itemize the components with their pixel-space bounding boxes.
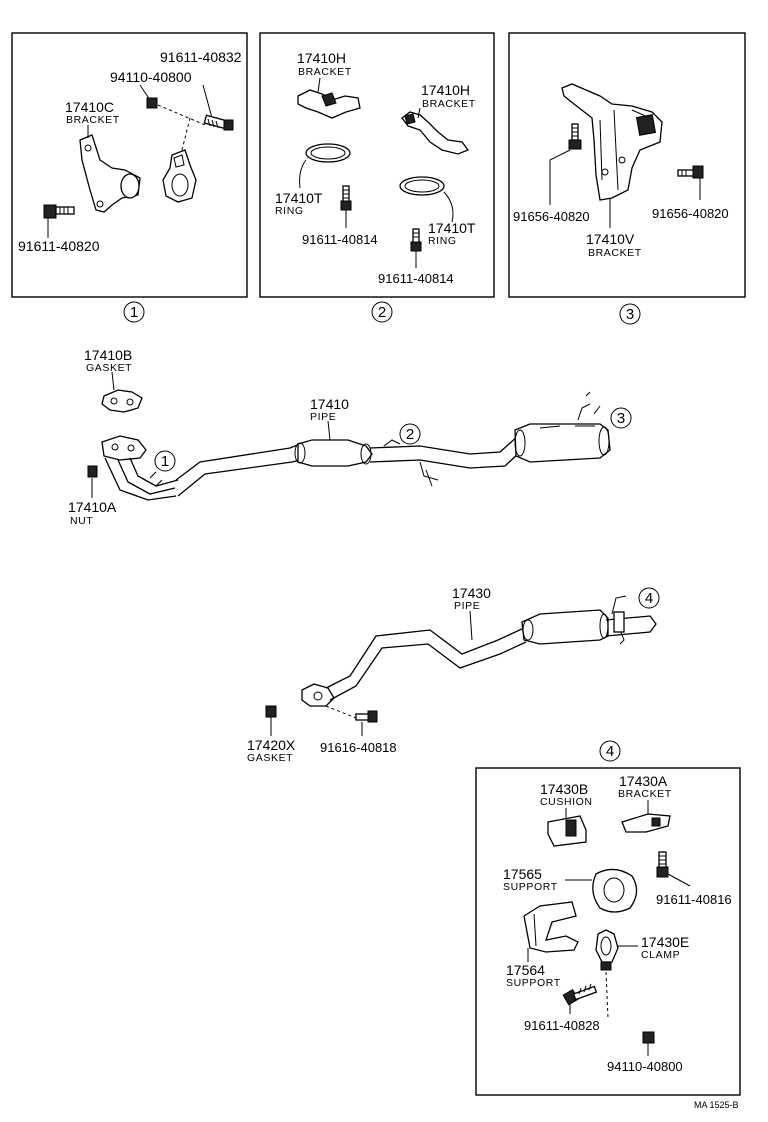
part-number: 17410A [68,499,117,515]
gasket-icon [265,705,277,736]
part-description: SUPPORT [506,977,561,989]
nut-icon [87,465,98,498]
part-number: 17410V [586,231,635,247]
svg-text:4: 4 [606,743,614,760]
manifold-flange-icon [101,435,147,461]
part-number: 17430A [619,773,668,789]
svg-text:3: 3 [626,306,634,323]
part-description: PIPE [310,411,336,423]
part-number: 17410 [310,396,349,412]
bracket-17410h-icon [297,77,361,119]
cushion-icon [547,808,587,847]
detail-index-3: 3 [619,303,641,325]
callout-2: 2 [399,423,421,445]
part-description: GASKET [86,362,132,374]
svg-text:3: 3 [617,410,625,427]
part-number: 17410H [421,82,470,98]
part-number: 17565 [503,866,542,882]
detail-box-2: 17410H BRACKET 17410H BRACKET 17410T RIN… [259,32,495,323]
part-number: 17564 [506,962,545,978]
part-description: BRACKET [588,247,642,259]
part-description: NUT [70,515,93,527]
bolt-icon [43,204,75,238]
figure-reference: MA 1525-B [694,1100,739,1110]
part-number: 91611-40814 [302,232,378,247]
part-description: CLAMP [641,949,680,961]
part-number: 94110-40800 [607,1059,683,1074]
bolt-icon [202,84,234,131]
bolt-icon [325,705,378,736]
part-description: RING [428,235,457,247]
detail-index-2: 2 [371,301,393,323]
part-description: SUPPORT [503,881,558,893]
svg-text:4: 4 [645,590,653,607]
bolt-icon [340,185,352,228]
part-description: BRACKET [66,114,120,126]
bolt-icon [410,228,422,268]
part-description: RING [275,205,304,217]
part-description: GASKET [247,752,293,764]
part-number: 91611-40816 [656,892,732,907]
bolt-icon [656,851,691,887]
part-number: 17430E [641,934,689,950]
nut-icon [642,1031,655,1056]
clamp-icon [595,929,638,971]
part-description: PIPE [454,600,480,612]
part-number: 91611-40828 [524,1018,600,1033]
part-number: 17420X [247,737,296,753]
detail-index-4: 4 [599,740,621,762]
part-number: 17410C [65,99,114,115]
clamp-icon [162,149,197,203]
front-exhaust-pipe-assembly: 17410B GASKET 17410 PIPE 17410A NUT 1 2 … [68,347,632,527]
bracket-17410v-icon [561,83,663,228]
part-number: 91611-40832 [160,49,242,65]
part-description: BRACKET [618,788,672,800]
bracket-17410h-icon [401,107,470,155]
svg-text:1: 1 [161,453,169,470]
part-number: 94110-40800 [110,69,192,85]
bolt-icon [549,123,582,205]
support-bracket-icon [523,901,579,962]
part-number: 17410T [275,190,323,206]
part-number: 17430B [540,781,588,797]
svg-text:2: 2 [378,304,386,321]
bolt-icon [562,983,598,1014]
part-description: CUSHION [540,796,593,808]
part-description: BRACKET [298,66,352,78]
gasket-icon [101,371,143,413]
bracket-17410c-icon [79,125,141,213]
part-number: 91611-40814 [378,271,454,286]
callout-1: 1 [154,450,176,472]
part-number: 91616-40818 [320,740,397,755]
detail-index-1: 1 [123,301,145,323]
bracket-17430a-icon [621,800,671,833]
nut-icon [139,84,158,109]
bolt-icon [677,165,704,200]
part-number: 91656-40820 [513,209,590,224]
part-number: 91611-40820 [18,238,100,254]
detail-box-1: 91611-40832 94110-40800 17410C BRACKET 9… [11,32,248,323]
detail-box-4: 4 [475,740,741,1096]
callout-3: 3 [610,407,632,429]
part-number: 17410B [84,347,132,363]
flange-icon [301,683,335,707]
part-number: 17410H [297,50,346,66]
detail-box-3: 91656-40820 91656-40820 17410V BRACKET 3 [508,32,746,325]
part-description: BRACKET [422,98,476,110]
part-number: 91656-40820 [652,206,729,221]
svg-text:2: 2 [406,426,414,443]
rear-exhaust-pipe-assembly: 17430 PIPE 17420X GASKET 91616-40818 4 [247,585,660,764]
callout-4: 4 [638,587,660,609]
support-ring-icon [565,868,638,913]
svg-text:1: 1 [130,304,138,321]
part-number: 17430 [452,585,491,601]
part-number: 17410T [428,220,476,236]
